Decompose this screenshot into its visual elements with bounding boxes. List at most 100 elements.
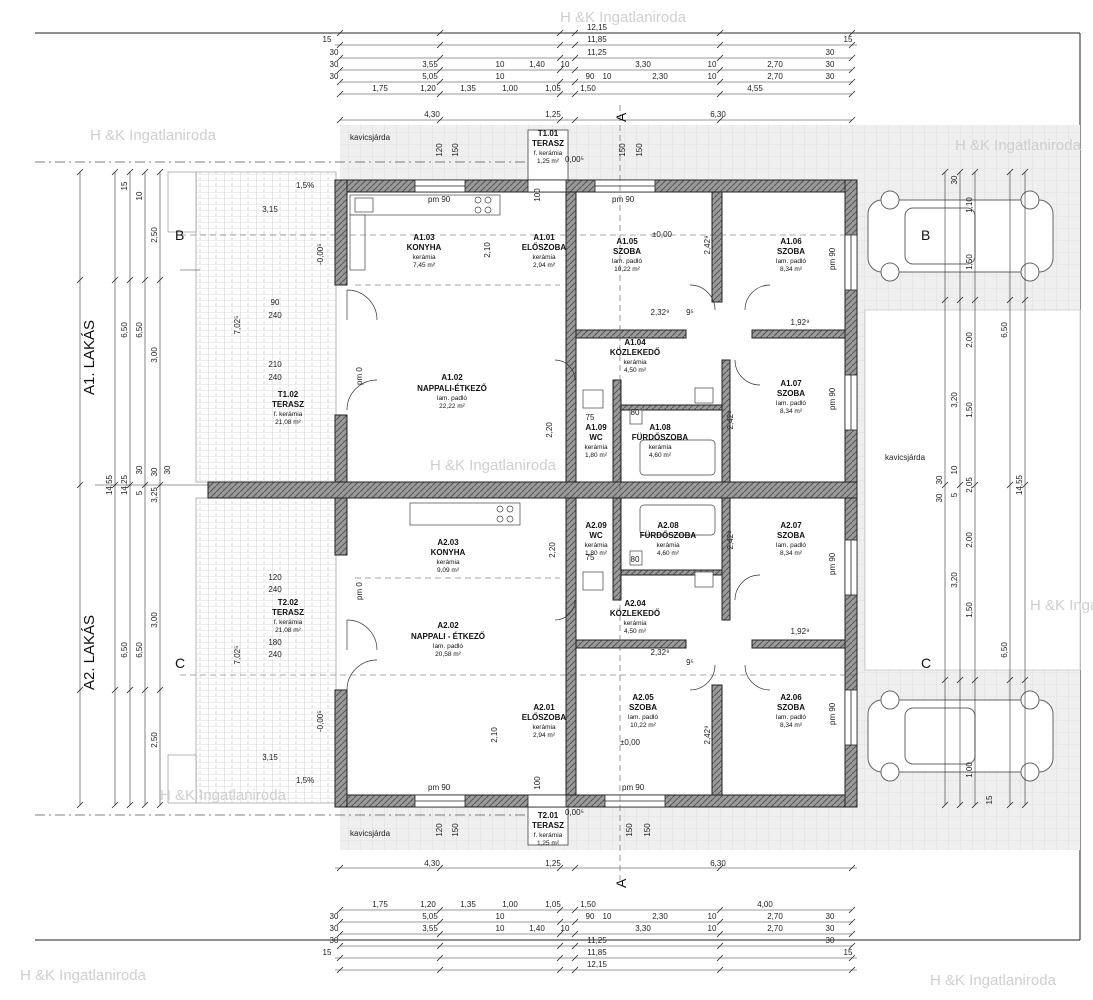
top-dimension-value: 15 [323, 35, 332, 44]
svg-text:8,34 m²: 8,34 m² [780, 266, 803, 273]
left-dimension-value: 3,00 [150, 347, 159, 363]
svg-text:kerámia: kerámia [532, 254, 556, 261]
svg-text:WC: WC [589, 531, 603, 540]
right-dimension-value: 1,50 [965, 402, 974, 418]
window-sill-label: pm 90 [828, 247, 837, 270]
interior-dimension-value: 75 [586, 553, 595, 562]
interior-dimension-value: 2,42⁹ [726, 531, 735, 550]
dimension-tick [141, 801, 149, 809]
interior-dimension-value: 240 [268, 585, 282, 594]
top-dimension-value: 30 [826, 60, 835, 69]
svg-text:10,22 m²: 10,22 m² [614, 266, 640, 273]
interior-dimension-value: 2,20 [545, 422, 554, 438]
svg-text:KONYHA: KONYHA [431, 548, 466, 557]
svg-text:TERASZ: TERASZ [272, 608, 304, 617]
right-dimension-value: 5 [950, 492, 959, 497]
bottom-dimension-value: 1,20 [420, 900, 436, 909]
dimension-tick [556, 29, 564, 37]
svg-text:WC: WC [589, 433, 603, 442]
dimension-tick [941, 801, 949, 809]
dimension-tick [716, 906, 724, 914]
bottom-dimension-value: 3,30 [635, 924, 651, 933]
svg-text:TERASZ: TERASZ [272, 400, 304, 409]
svg-text:lam. padló: lam. padló [776, 542, 806, 549]
bottom-dimension-value: 1,40 [529, 924, 545, 933]
bottom-dimension-value: 3,55 [422, 924, 438, 933]
section-b-right: B [921, 227, 930, 243]
window-sill-label: pm 90 [828, 702, 837, 725]
window-sill-label: pm 0 [355, 367, 364, 385]
dimension-tick [571, 41, 579, 49]
room-a2-03: A2.03 KONYHA kerámia 9,09 m² [431, 538, 466, 574]
dimension-tick [436, 966, 444, 974]
svg-text:4,60 m²: 4,60 m² [657, 550, 680, 557]
watermarks: H &K Ingatlaniroda H &K Ingatlaniroda H … [20, 9, 1093, 989]
svg-text:KONYHA: KONYHA [407, 243, 442, 252]
dimension-tick [556, 966, 564, 974]
bottom-dimension-value: 2,30 [652, 912, 668, 921]
room-a1-08: A1.08 FÜRDŐSZOBA kerámia 4,60 m² [632, 423, 689, 459]
left-dimension-value: 2,50 [150, 227, 159, 243]
dimension-tick [436, 78, 444, 86]
window-sill-label: pm 90 [612, 195, 635, 204]
left-dimension-value: 30 [163, 465, 172, 474]
fixtures [349, 194, 716, 591]
svg-text:lam. padló: lam. padló [776, 258, 806, 265]
dimension-tick [941, 481, 949, 489]
interior-dimension-value: 2,10 [483, 242, 492, 258]
top-dimension-value: 12,15 [587, 23, 608, 32]
svg-text:A1.01: A1.01 [533, 233, 555, 242]
dimension-tick [848, 864, 856, 872]
interior-dimension-value: 240 [268, 311, 282, 320]
bottom-dimension-value: 30 [826, 936, 835, 945]
svg-text:8,34 m²: 8,34 m² [780, 408, 803, 415]
dimension-tick [556, 66, 564, 74]
bottom-dimension-value: 1,75 [372, 900, 388, 909]
dimension-tick [971, 481, 979, 489]
top-dimension-value: 10 [496, 60, 505, 69]
svg-text:lam. padló: lam. padló [437, 395, 467, 402]
a2-apartment-label: A2. LAKÁS [81, 615, 98, 690]
top-dimension-value: 10 [496, 72, 505, 81]
dimension-tick [156, 168, 164, 176]
level-mark: 0,00⁵ [565, 808, 584, 817]
level-mark: ±0,00 [620, 738, 641, 747]
svg-text:8,34 m²: 8,34 m² [780, 550, 803, 557]
dimension-tick [126, 686, 134, 694]
room-labels: A1.03 KONYHA kerámia 7,45 m² A1.01 ELŐSZ… [272, 129, 806, 847]
terrace-t1-02-deck [195, 171, 337, 483]
dimension-tick [336, 930, 344, 938]
dimension-tick [716, 864, 724, 872]
top-dimension-value: 10 [603, 72, 612, 81]
dimension-tick [336, 78, 344, 86]
room-a2-01: A2.01 ELŐSZOBA kerámia 2,94 m² [522, 703, 567, 739]
svg-text:kerámia: kerámia [584, 542, 608, 549]
svg-text:T2.02: T2.02 [278, 598, 299, 607]
right-dimension-value: 10 [950, 465, 959, 474]
top-dimension-value: 3,55 [422, 60, 438, 69]
right-dimension-value: 1,00 [965, 762, 974, 778]
dimension-tick [336, 954, 344, 962]
svg-text:A1.05: A1.05 [616, 237, 638, 246]
dimension-lines [79, 32, 1026, 971]
dimension-tick [111, 168, 119, 176]
dimension-tick [571, 29, 579, 37]
dimension-tick [956, 801, 964, 809]
dimension-tick [1006, 801, 1014, 809]
window-sill-label: pm 90 [622, 783, 645, 792]
interior-dimension-value: 150 [618, 143, 627, 157]
svg-text:kerámia: kerámia [656, 542, 680, 549]
left-dimension-value: 3,00 [150, 612, 159, 628]
right-dimension-value: 1,10 [965, 197, 974, 213]
room-a1-02: A1.02 NAPPALI-ÉTKEZŐ lam. padló 22,22 m² [417, 373, 487, 410]
dimension-tick [571, 906, 579, 914]
interior-dimension-value: 7,02⁵ [233, 316, 242, 335]
top-dimension-value: 1,20 [420, 84, 436, 93]
room-a2-07: A2.07 SZOBA lam. padló 8,34 m² [776, 521, 806, 557]
dimension-tick [956, 481, 964, 489]
dimension-tick [336, 116, 344, 124]
dimension-tick [76, 686, 84, 694]
svg-text:SZOBA: SZOBA [629, 703, 657, 712]
